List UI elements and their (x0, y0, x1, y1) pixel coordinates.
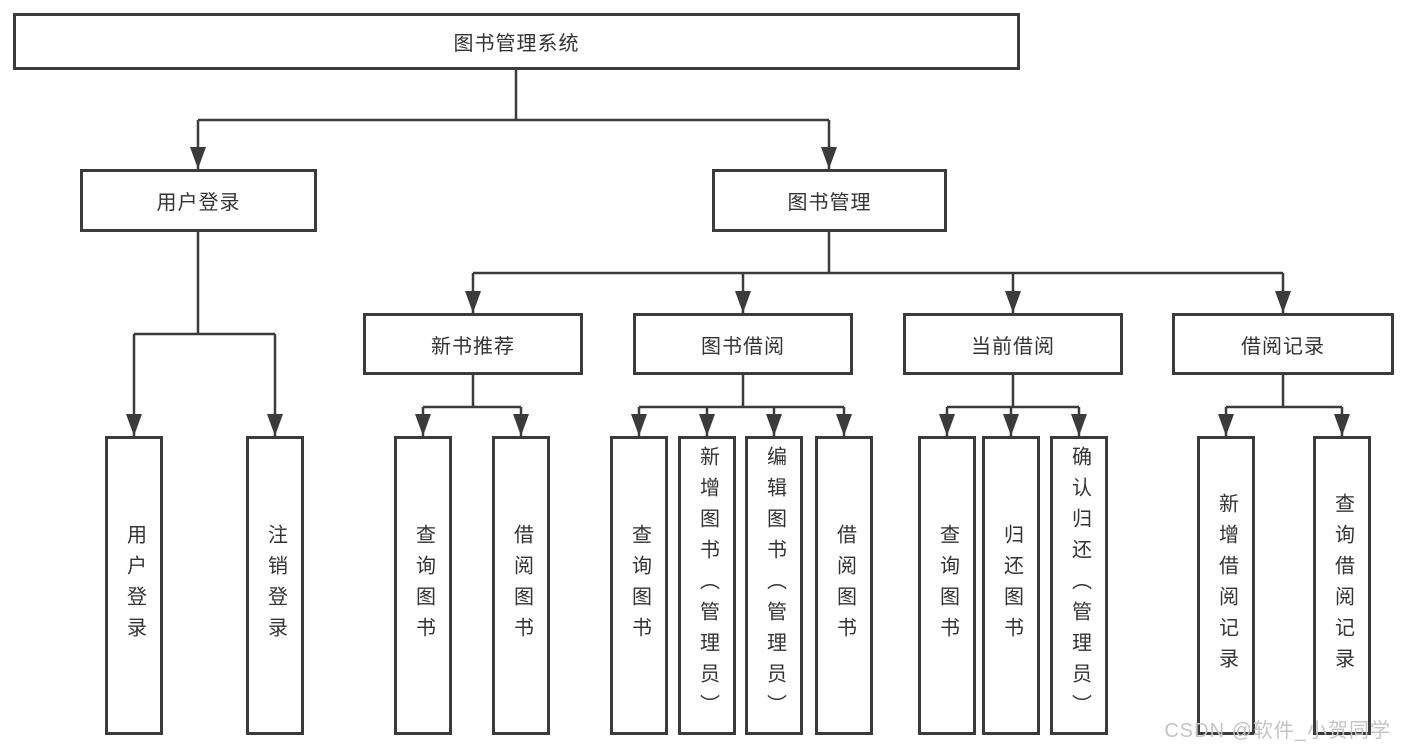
leaf-confirm-return-admin: 确认归还（管理员） (1050, 436, 1108, 735)
leaf-edit-book-admin-label: 编辑图书（管理员） (763, 446, 786, 725)
leaf-return-book-label: 归还图书 (1000, 523, 1023, 648)
leaf-recommend-query-book-label: 查询图书 (412, 523, 435, 648)
node-current-borrowing-label: 当前借阅 (971, 335, 1055, 358)
node-book-borrowing: 图书借阅 (633, 313, 853, 375)
leaf-query-borrow-record: 查询借阅记录 (1313, 436, 1371, 735)
leaf-recommend-borrow-book: 借阅图书 (492, 436, 550, 735)
leaf-borrowing-query-book-label: 查询图书 (628, 523, 651, 648)
node-book-management: 图书管理 (712, 169, 947, 232)
leaf-recommend-query-book: 查询图书 (394, 436, 452, 735)
node-borrow-records-label: 借阅记录 (1241, 335, 1325, 358)
node-borrow-records: 借阅记录 (1172, 313, 1394, 375)
node-system-root-label: 图书管理系统 (453, 33, 580, 55)
leaf-add-borrow-record: 新增借阅记录 (1197, 436, 1255, 735)
leaf-borrowing-borrow-book: 借阅图书 (815, 436, 873, 735)
leaf-logout-login-label: 注销登录 (264, 523, 287, 648)
node-book-management-label: 图书管理 (787, 192, 872, 214)
leaf-current-query-book: 查询图书 (918, 436, 976, 735)
leaf-user-login-label: 用户登录 (123, 523, 146, 648)
leaf-logout-login: 注销登录 (246, 436, 304, 735)
node-new-book-recommend: 新书推荐 (363, 313, 583, 375)
leaf-confirm-return-admin-label: 确认归还（管理员） (1068, 446, 1091, 725)
leaf-edit-book-admin: 编辑图书（管理员） (745, 436, 803, 735)
leaf-return-book: 归还图书 (982, 436, 1040, 735)
leaf-add-borrow-record-label: 新增借阅记录 (1215, 492, 1238, 679)
node-user-login: 用户登录 (80, 169, 317, 232)
node-user-login-label: 用户登录 (156, 192, 241, 214)
leaf-query-borrow-record-label: 查询借阅记录 (1331, 492, 1354, 679)
node-system-root: 图书管理系统 (13, 13, 1020, 70)
node-book-borrowing-label: 图书借阅 (701, 335, 785, 358)
leaf-recommend-borrow-book-label: 借阅图书 (510, 523, 533, 648)
node-new-book-recommend-label: 新书推荐 (431, 335, 515, 358)
leaf-borrowing-borrow-book-label: 借阅图书 (833, 523, 856, 648)
node-current-borrowing: 当前借阅 (903, 313, 1123, 375)
csdn-watermark: CSDN @软件_小贺同学 (1164, 720, 1391, 742)
leaf-user-login: 用户登录 (105, 436, 163, 735)
leaf-current-query-book-label: 查询图书 (936, 523, 959, 648)
leaf-add-book-admin-label: 新增图书（管理员） (696, 446, 719, 725)
leaf-add-book-admin: 新增图书（管理员） (678, 436, 736, 735)
leaf-borrowing-query-book: 查询图书 (610, 436, 668, 735)
